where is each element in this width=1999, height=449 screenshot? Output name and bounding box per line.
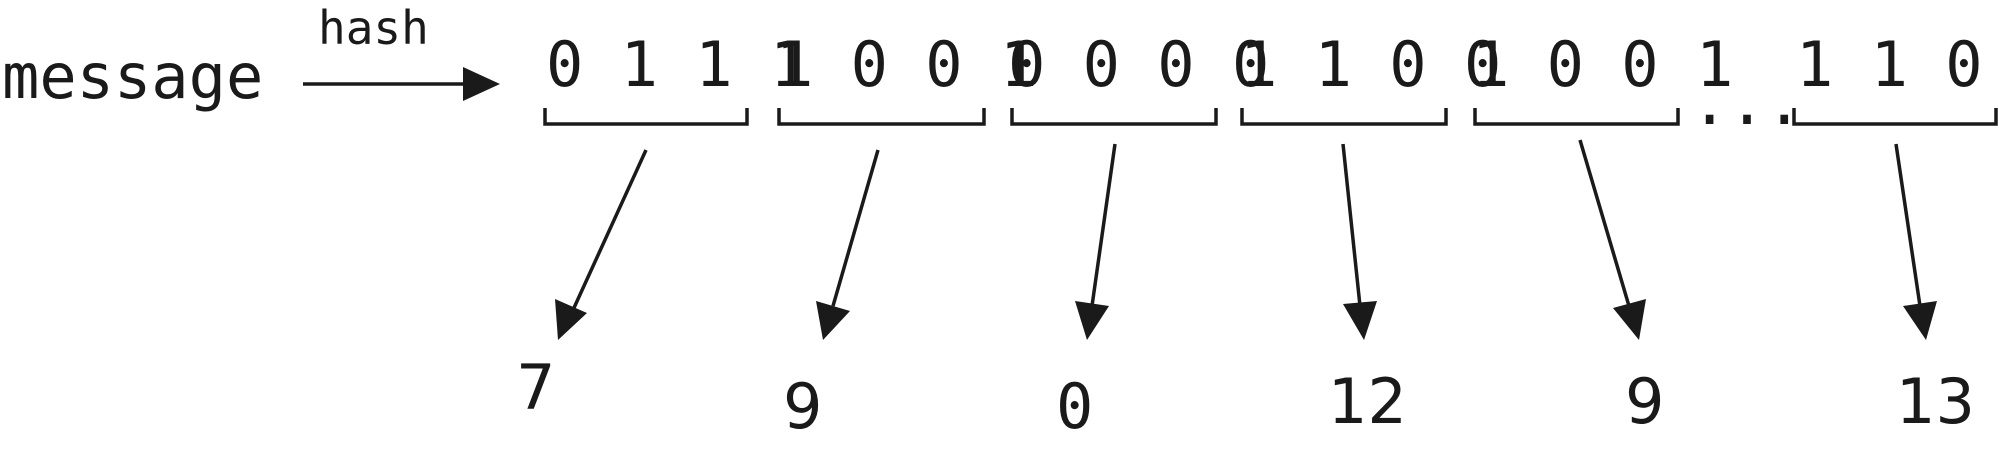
decimal-values: 7 9 0 12 9 13 bbox=[516, 351, 1975, 443]
bit-group-1: 0 1 1 1 bbox=[546, 28, 807, 101]
bit-groups: 0 1 1 1 1 0 0 1 0 0 0 0 1 1 0 0 1 0 0 1 … bbox=[546, 28, 1999, 101]
bracket-4 bbox=[1240, 108, 1448, 126]
bit-group-5: 1 0 0 1 bbox=[1472, 28, 1733, 101]
value-4: 12 bbox=[1328, 365, 1407, 438]
bracket-3 bbox=[1010, 108, 1218, 126]
value-2: 9 bbox=[783, 370, 822, 443]
arrow-6 bbox=[1894, 143, 1937, 340]
hash-label: hash bbox=[318, 1, 429, 55]
message-label: message bbox=[2, 40, 263, 113]
bracket-1 bbox=[543, 108, 749, 126]
bit-group-4: 1 1 0 0 bbox=[1240, 28, 1501, 101]
ellipsis: ... bbox=[1691, 66, 1803, 139]
arrow-5 bbox=[1578, 139, 1646, 340]
bit-group-6: 1 1 0 1 bbox=[1796, 28, 1999, 101]
group-brackets bbox=[543, 108, 1998, 126]
value-3: 0 bbox=[1056, 370, 1093, 443]
value-arrows bbox=[555, 139, 1937, 340]
arrow-3 bbox=[1075, 143, 1117, 340]
bracket-2 bbox=[777, 108, 986, 126]
bit-group-3: 0 0 0 0 bbox=[1008, 28, 1269, 101]
arrow-1 bbox=[555, 149, 648, 340]
value-1: 7 bbox=[516, 351, 555, 424]
value-5: 9 bbox=[1625, 365, 1664, 438]
hash-arrow bbox=[303, 67, 500, 101]
bit-group-2: 1 0 0 1 bbox=[776, 28, 1037, 101]
bracket-5 bbox=[1473, 108, 1680, 126]
bracket-6 bbox=[1792, 108, 1998, 126]
arrow-4 bbox=[1341, 143, 1377, 340]
arrow-2 bbox=[816, 149, 880, 340]
value-6: 13 bbox=[1896, 365, 1975, 438]
